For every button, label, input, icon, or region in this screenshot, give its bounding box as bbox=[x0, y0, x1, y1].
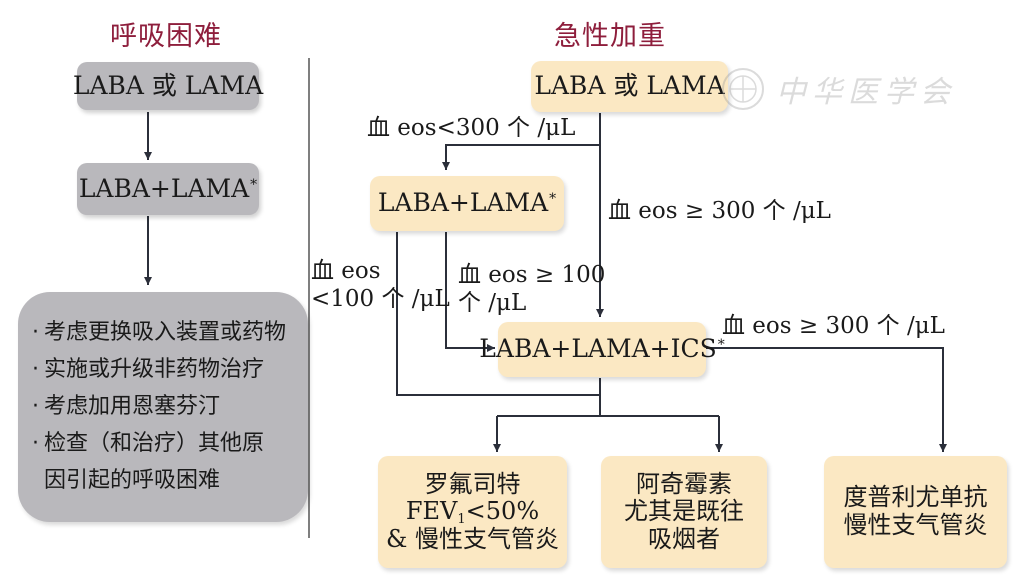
recommendation-item: ·考虑加用恩塞芬汀 bbox=[32, 394, 221, 419]
arrow-to-outcome-3 bbox=[706, 347, 947, 452]
right-box-laba-lama-asterisk: * bbox=[549, 191, 557, 208]
right-box-laba-lama-label: LABA+LAMA bbox=[377, 188, 549, 218]
left-box-laba-lama-label: LABA+LAMA bbox=[78, 173, 250, 203]
right-box-laba-lama-ics-label: LABA+LAMA+ICS bbox=[479, 334, 717, 364]
right-box-laba-lama: LABA+LAMA* bbox=[370, 176, 564, 231]
recommendation-item-continued: 因引起的呼吸困难 bbox=[32, 462, 298, 499]
recommendation-item: ·实施或升级非药物治疗 bbox=[32, 357, 265, 382]
condition-eos-below-300: 血 eos<300 个 /μL bbox=[367, 115, 576, 141]
recommendation-text: 考虑更换吸入装置或药物 bbox=[44, 320, 287, 345]
right-heading: 急性加重 bbox=[554, 21, 666, 52]
recommendation-text: 考虑加用恩塞芬汀 bbox=[44, 394, 221, 419]
recommendation-text: 因引起的呼吸困难 bbox=[44, 468, 221, 493]
dual-low-path bbox=[396, 232, 600, 396]
condition-eos-below-100-line2: <100 个 /μL bbox=[311, 285, 450, 312]
outcome-azithromycin-line2: 尤其是既往 bbox=[624, 497, 744, 526]
seal-icon bbox=[722, 68, 764, 110]
left-box-laba-or-lama-label: LABA 或 LAMA bbox=[72, 70, 264, 100]
left-box-laba-lama: LABA+LAMA* bbox=[77, 163, 259, 215]
outcome-dupilumab-text: 度普利尤单抗 慢性支气管炎 bbox=[844, 484, 988, 539]
condition-eos-at-least-100-line2: 个 /μL bbox=[458, 289, 527, 316]
condition-eos-at-least-300-right: 血 eos ≥ 300 个 /μL bbox=[722, 313, 945, 339]
condition-eos-at-least-300-trunk: 血 eos ≥ 300 个 /μL bbox=[608, 198, 831, 224]
dual-to-triple bbox=[445, 232, 495, 352]
watermark-text: 中华医学会 bbox=[776, 75, 956, 110]
outcome-dupilumab-line2: 慢性支气管炎 bbox=[843, 511, 988, 539]
outcome-azithromycin-line1: 阿奇霉素 bbox=[636, 469, 732, 498]
condition-eos-at-least-100: 血 eos ≥ 100 个 /μL bbox=[458, 262, 605, 317]
right-box-laba-or-lama-label: LABA 或 LAMA bbox=[534, 71, 725, 101]
outcome-roflumilast: 罗氟司特 FEV1<50% & 慢性支气管炎 bbox=[378, 456, 567, 568]
outcome-roflumilast-text: 罗氟司特 FEV1<50% & 慢性支气管炎 bbox=[386, 469, 559, 554]
recommendation-item: ·考虑更换吸入装置或药物 bbox=[32, 320, 287, 345]
outcome-roflumilast-line1: 罗氟司特 bbox=[424, 469, 521, 498]
outcome-dupilumab: 度普利尤单抗 慢性支气管炎 bbox=[824, 456, 1007, 568]
outcome-azithromycin-line3: 吸烟者 bbox=[648, 524, 720, 553]
outcome-roflumilast-line2: FEV1<50% bbox=[405, 497, 540, 527]
recommendation-item: ·检查（和治疗）其他原 bbox=[32, 431, 265, 456]
left-heading: 呼吸困难 bbox=[110, 21, 222, 52]
branch-to-dual bbox=[442, 144, 600, 170]
right-box-laba-lama-ics: LABA+LAMA+ICS* bbox=[479, 322, 725, 377]
condition-eos-below-100-line1: 血 eos bbox=[311, 258, 381, 284]
left-box-laba-lama-asterisk: * bbox=[250, 176, 258, 193]
recommendation-text: 检查（和治疗）其他原 bbox=[44, 431, 265, 456]
outcome-azithromycin: 阿奇霉素 尤其是既往 吸烟者 bbox=[601, 456, 767, 568]
outcome-roflumilast-line3: & 慢性支气管炎 bbox=[386, 524, 559, 553]
watermark: 中华医学会 bbox=[720, 66, 956, 112]
right-box-laba-or-lama: LABA 或 LAMA bbox=[531, 61, 728, 112]
recommendation-text: 实施或升级非药物治疗 bbox=[44, 357, 265, 382]
condition-eos-at-least-100-line1: 血 eos ≥ 100 bbox=[458, 262, 606, 288]
condition-eos-below-100: 血 eos <100 个 /μL bbox=[311, 258, 450, 313]
outcome-azithromycin-text: 阿奇霉素 尤其是既往 吸烟者 bbox=[624, 469, 744, 554]
left-recommendations-box: ·考虑更换吸入装置或药物 ·实施或升级非药物治疗 ·考虑加用恩塞芬汀 ·检查（和… bbox=[18, 292, 308, 522]
outcome-dupilumab-line1: 度普利尤单抗 bbox=[843, 483, 988, 512]
right-box-laba-lama-ics-asterisk: * bbox=[717, 337, 725, 354]
left-box-laba-or-lama: LABA 或 LAMA bbox=[73, 62, 263, 110]
